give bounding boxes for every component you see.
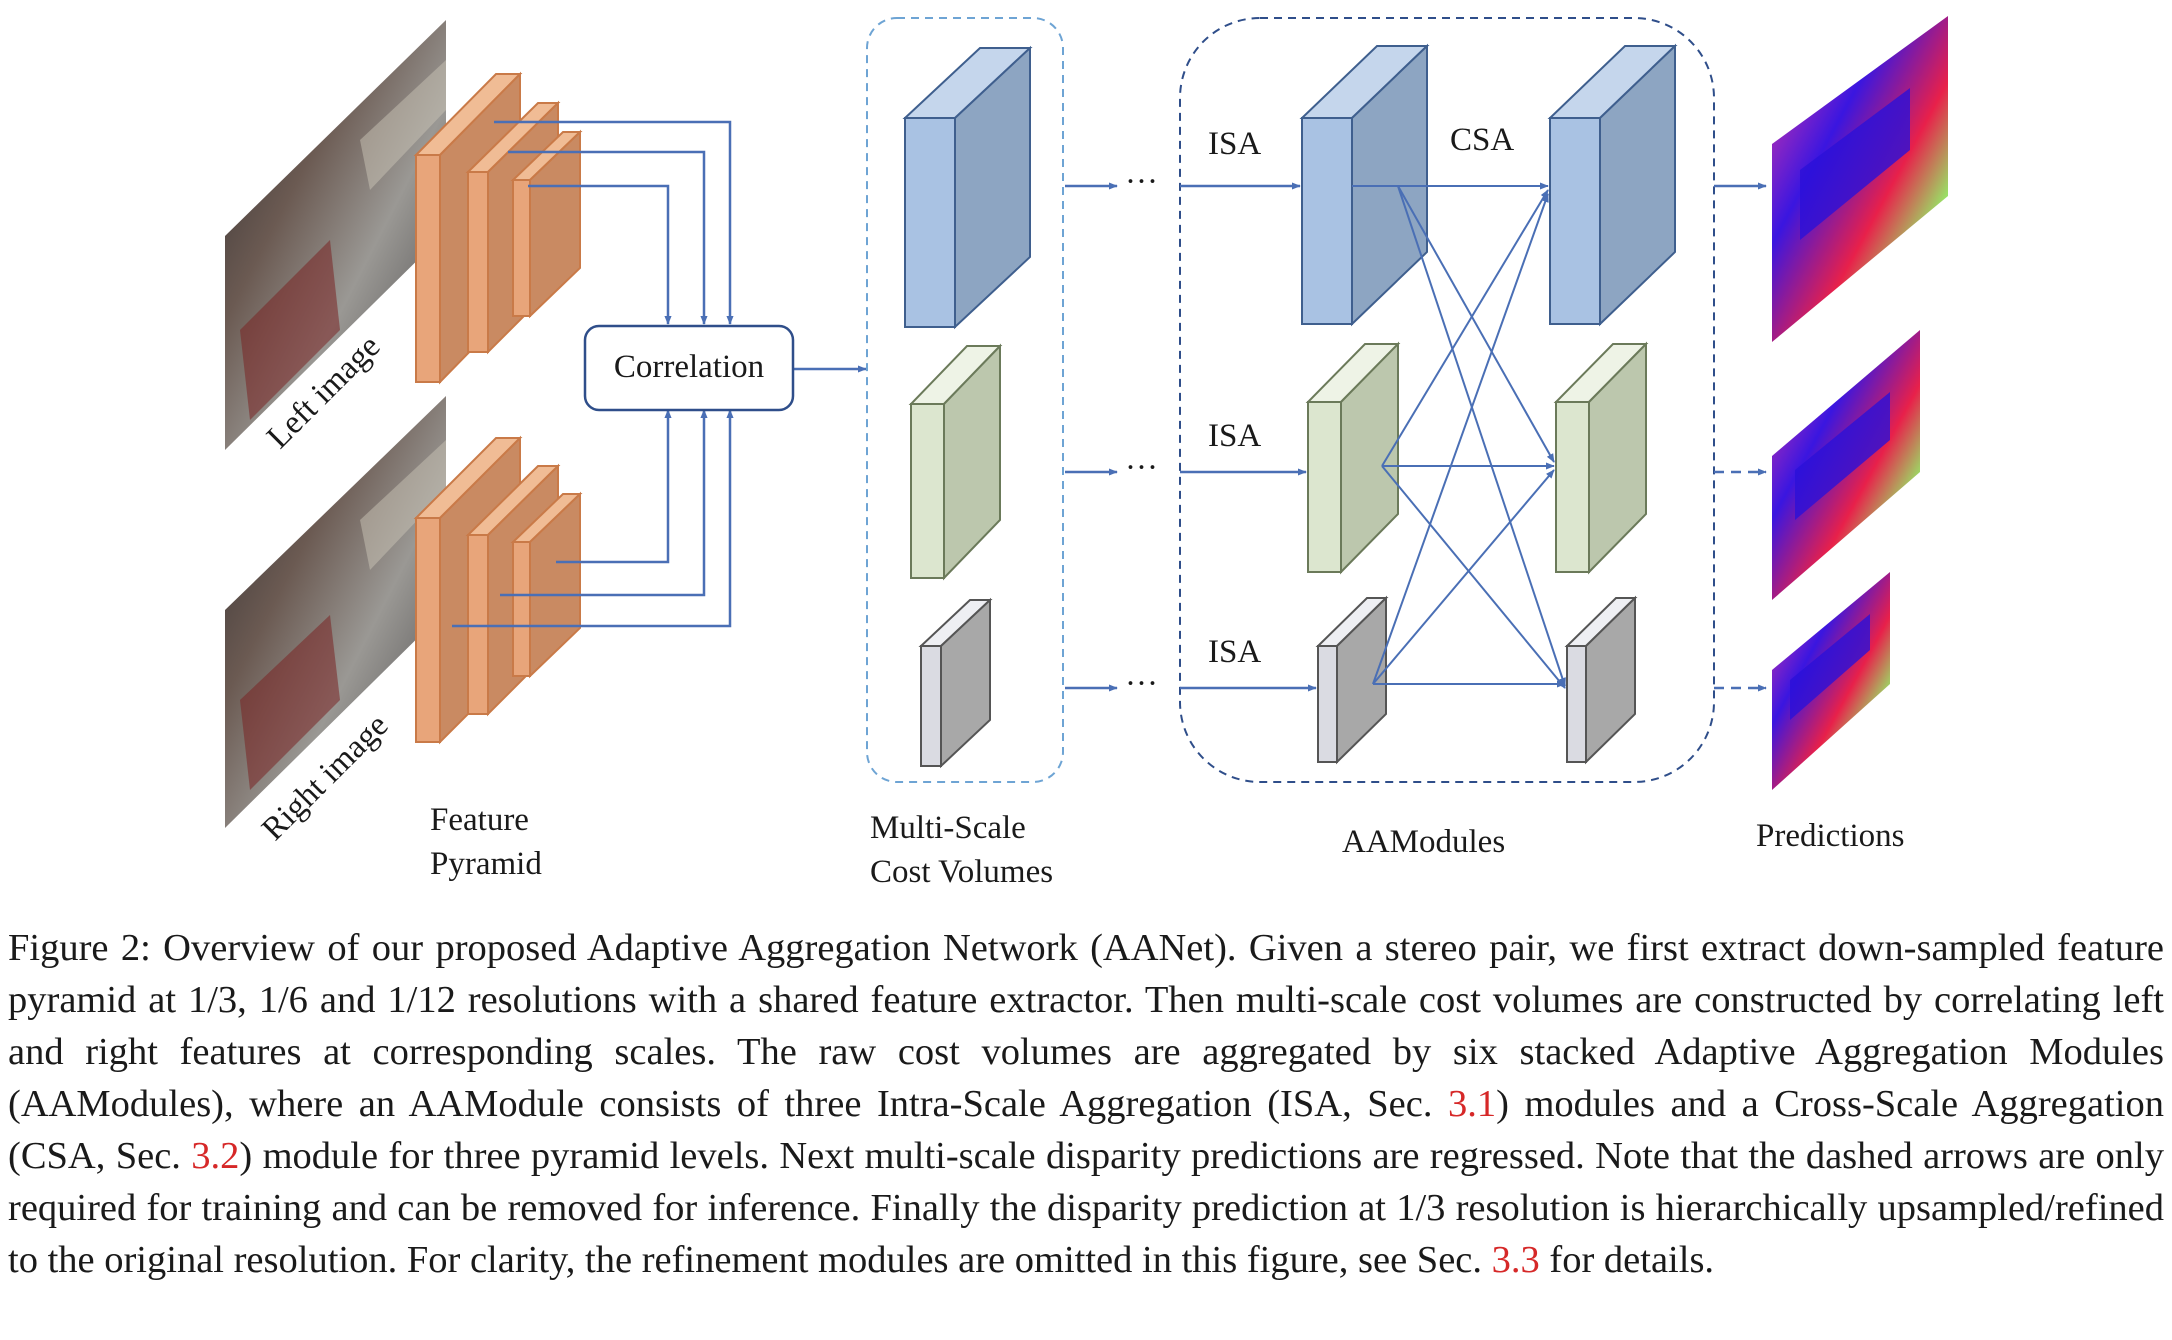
predictions-label: Predictions (1756, 818, 1904, 854)
left-feature-pyramid (413, 71, 583, 385)
left-image (225, 20, 446, 450)
cost-volume-mid (908, 343, 1003, 581)
cost-volume-large (902, 45, 1033, 330)
caption-ref-sec-3-3[interactable]: 3.3 (1491, 1239, 1540, 1281)
prediction-small (1772, 572, 1890, 790)
caption-ref-sec-3-2[interactable]: 3.2 (191, 1135, 240, 1177)
isa-label-bottom: ISA (1208, 634, 1261, 670)
isa-arrows (1180, 182, 1317, 692)
isa-label-top: ISA (1208, 126, 1261, 162)
volume-to-aam-arrows (1065, 182, 1118, 692)
prediction-large (1772, 16, 1948, 342)
correlation-box (583, 324, 795, 412)
prediction-arrows (1714, 182, 1767, 692)
caption-text-4: for details. (1539, 1239, 1715, 1281)
feature-pyramid-label-line1: Feature (430, 802, 529, 838)
caption-ref-sec-3-1[interactable]: 3.1 (1448, 1083, 1497, 1125)
cost-volumes-box (866, 17, 1064, 783)
aam-right-volume-mid (1553, 341, 1649, 575)
aanet-diagram: Left image Right image Feature Pyramid (225, 16, 1948, 890)
right-image (225, 396, 446, 828)
caption-text-2: ) modules and a Cross-Scale Aggregation … (8, 1083, 2164, 1177)
aam-left-volume-mid (1305, 341, 1401, 575)
cost-volumes-label-line2: Cost Volumes (870, 854, 1053, 890)
correlation-label: Correlation (614, 349, 764, 385)
ellipsis-mid: ··· (1125, 450, 1158, 486)
csa-arrows (1352, 182, 1566, 689)
ellipsis-bottom: ··· (1125, 666, 1158, 702)
aam-right-volume-large (1547, 43, 1678, 327)
cost-volumes-label-line1: Multi-Scale (870, 810, 1026, 846)
prediction-mid (1772, 330, 1920, 600)
right-feature-pyramid (413, 435, 583, 745)
caption-text-1: Figure 2: Overview of our proposed Adapt… (8, 927, 2164, 1125)
feature-arrows (452, 120, 867, 628)
aam-right-volume-small (1564, 595, 1638, 765)
cost-volume-small (918, 597, 993, 769)
ellipsis-top: ··· (1125, 164, 1158, 200)
aam-left-volume-small (1315, 595, 1389, 765)
aamodules-box (1179, 17, 1715, 783)
caption-text-3: ) module for three pyramid levels. Next … (8, 1135, 2164, 1281)
figure-caption: Figure 2: Overview of our proposed Adapt… (8, 922, 2164, 1286)
isa-label-mid: ISA (1208, 418, 1261, 454)
feature-pyramid-label-line2: Pyramid (430, 846, 542, 882)
csa-label: CSA (1450, 122, 1514, 158)
aamodules-label: AAModules (1342, 824, 1505, 860)
